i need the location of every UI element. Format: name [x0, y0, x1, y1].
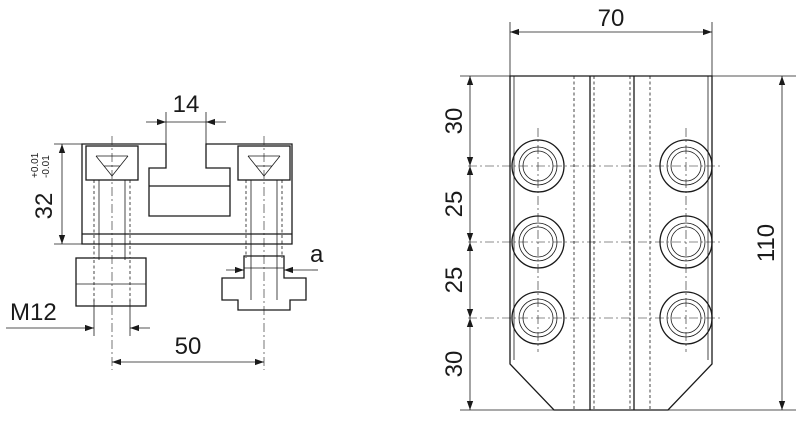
dim-110-label: 110 — [753, 224, 780, 262]
dim-50-label: 50 — [175, 333, 202, 360]
left-t-nut — [75, 257, 147, 307]
dim-70-label: 70 — [598, 5, 625, 32]
dim-seg-1-label: 30 — [441, 108, 468, 135]
dim-seg-3-label: 25 — [441, 267, 468, 294]
dim-a-label: a — [310, 241, 324, 268]
dim-seg-4-label: 30 — [441, 351, 468, 378]
left-bolt-head — [85, 145, 139, 181]
dim-32-tol-upper: +0.01 — [30, 152, 41, 178]
dim-14-label: 14 — [173, 91, 200, 118]
jaw-top-outline — [509, 75, 713, 411]
dim-32-label: 32 — [31, 193, 58, 220]
right-view: 70 110 30 25 25 30 — [441, 5, 796, 411]
jaw-body-outline — [81, 143, 293, 245]
left-view: 14 32 +0.01 -0.01 M12 50 a — [6, 91, 324, 370]
right-bolt-head — [237, 145, 291, 181]
right-t-nut — [221, 255, 307, 311]
dim-32-group: 32 +0.01 -0.01 — [30, 152, 58, 219]
dim-seg-2-label: 25 — [441, 191, 468, 218]
dim-32-tol-lower: -0.01 — [41, 155, 52, 178]
dim-m12-label: M12 — [10, 299, 57, 326]
